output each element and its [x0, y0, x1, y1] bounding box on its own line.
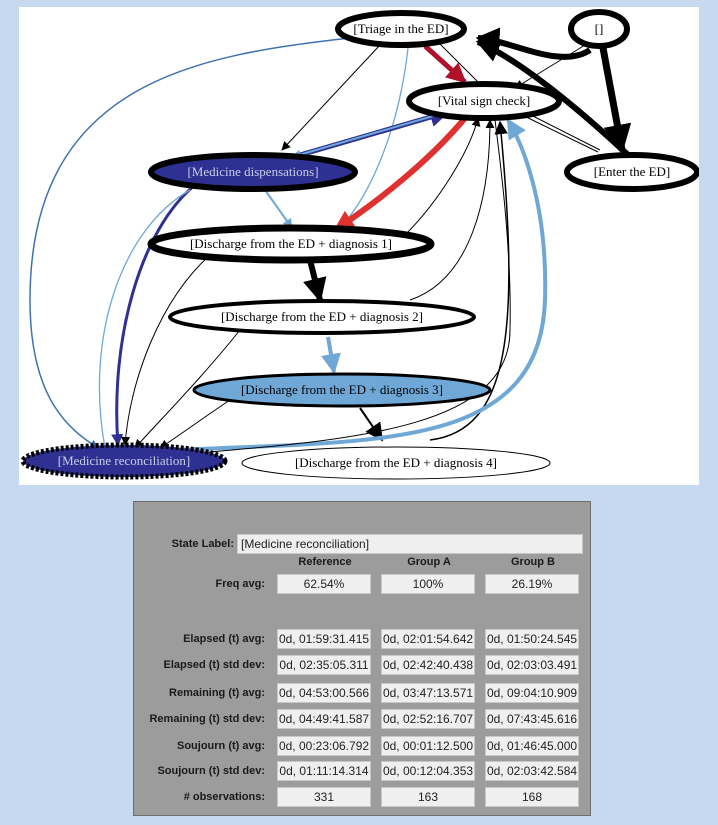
- stat-value-cell: 0d, 03:47:13.571: [381, 683, 475, 703]
- edge-triage-to-medrec: [29, 37, 351, 449]
- edge-dis1-to-dis2: [303, 259, 327, 303]
- stat-value-cell: 0d, 02:52:16.707: [381, 709, 475, 729]
- stat-value-cell: 26.19%: [485, 574, 579, 594]
- stat-value-cell: 331: [277, 787, 371, 807]
- stat-value-cell: 163: [381, 787, 475, 807]
- col-header-reference: Reference: [298, 556, 352, 568]
- node-dis3-label: [Discharge from the ED + diagnosis 3]: [241, 382, 443, 397]
- edge-dis3-to-dis4: [359, 407, 384, 442]
- stat-row-label: Elapsed (t) std dev:: [163, 659, 265, 671]
- node-vital[interactable]: [Vital sign check]: [406, 81, 562, 121]
- stat-value-cell: 0d, 01:59:31.415: [277, 629, 371, 649]
- node-dis2[interactable]: [Discharge from the ED + diagnosis 2]: [168, 299, 476, 335]
- stat-value-cell: 0d, 02:35:05.311: [277, 655, 371, 675]
- stat-value-cell: 0d, 04:49:41.587: [277, 709, 371, 729]
- edge-empty-to-enter: [599, 47, 632, 153]
- stat-value-cell: 0d, 02:42:40.438: [381, 655, 475, 675]
- graph-nodes: [Triage in the ED] [] [Vital sign check]…: [20, 9, 699, 480]
- edge-vital-to-medisp: [291, 113, 441, 160]
- node-dis1[interactable]: [Discharge from the ED + diagnosis 1]: [147, 224, 435, 264]
- edge-medisp-to-medrec: [111, 183, 196, 447]
- edge-dis2-to-medrec: [134, 329, 241, 449]
- edge-medrec-to-vital: [179, 118, 548, 452]
- stat-row-label: Freq avg:: [215, 578, 265, 590]
- node-dis4[interactable]: [Discharge from the ED + diagnosis 4]: [241, 446, 551, 480]
- node-vital-label: [Vital sign check]: [438, 93, 530, 108]
- col-header-group-b: Group B: [511, 556, 555, 568]
- stat-value-cell: 0d, 01:11:14.314: [277, 761, 371, 781]
- node-medisp[interactable]: [Medicine dispensations]: [148, 152, 358, 192]
- node-enter[interactable]: [Enter the ED]: [564, 152, 699, 192]
- stat-value-cell: 100%: [381, 574, 475, 594]
- edge-dis4-to-vital: [429, 120, 510, 441]
- stat-value-cell: 0d, 00:23:06.792: [277, 736, 371, 756]
- node-dis2-label: [Discharge from the ED + diagnosis 2]: [221, 309, 423, 324]
- edge-triage-to-vital: [423, 44, 467, 84]
- graph-edges: [29, 27, 632, 456]
- edge-dis1-to-medrec: [121, 254, 211, 446]
- node-medrec[interactable]: [Medicine reconciliation]: [20, 442, 228, 480]
- edge-dis3-to-medrec: [159, 399, 231, 449]
- node-empty[interactable]: []: [568, 9, 630, 49]
- stat-value-cell: 0d, 07:43:45.616: [485, 709, 579, 729]
- node-triage[interactable]: [Triage in the ED]: [335, 10, 467, 48]
- edge-empty-to-vital: [514, 41, 591, 89]
- node-medrec-label: [Medicine reconciliation]: [58, 453, 190, 468]
- stat-value-cell: 0d, 02:03:03.491: [485, 655, 579, 675]
- edge-dis2-to-vital: [409, 119, 495, 301]
- node-dis3[interactable]: [Discharge from the ED + diagnosis 3]: [192, 372, 492, 408]
- state-label-field[interactable]: [Medicine reconciliation]: [237, 534, 583, 554]
- edge-enter-to-vital: [519, 113, 599, 153]
- col-header-group-a: Group A: [407, 556, 451, 568]
- stat-value-cell: 0d, 02:01:54.642: [381, 629, 475, 649]
- edge-dis1-to-vital: [404, 117, 481, 236]
- stat-row-label: Elapsed (t) avg:: [183, 633, 265, 645]
- edge-dis2-to-dis3: [321, 336, 341, 374]
- stat-row-label: Soujourn (t) avg:: [177, 740, 265, 752]
- node-dis1-label: [Discharge from the ED + diagnosis 1]: [190, 236, 392, 251]
- stat-value-cell: 0d, 00:01:12.500: [381, 736, 475, 756]
- stat-value-cell: 0d, 04:53:00.566: [277, 683, 371, 703]
- node-triage-label: [Triage in the ED]: [353, 21, 448, 36]
- state-stats-panel: State Label: [Medicine reconciliation] R…: [133, 501, 591, 816]
- edge-vital-to-enter: [524, 111, 601, 151]
- edge-medisp-to-dis1: [264, 189, 293, 229]
- process-graph: [Triage in the ED] [] [Vital sign check]…: [20, 9, 699, 480]
- edge-vital-to-dis1: [333, 116, 468, 233]
- stat-value-cell: 62.54%: [277, 574, 371, 594]
- node-medisp-label: [Medicine dispensations]: [187, 164, 318, 179]
- stat-row-label: Remaining (t) avg:: [169, 687, 265, 699]
- process-graph-panel: [Triage in the ED] [] [Vital sign check]…: [19, 7, 699, 485]
- stat-value-cell: 0d, 01:50:24.545: [485, 629, 579, 649]
- stat-value-cell: 0d, 02:03:42.584: [485, 761, 579, 781]
- stat-row-label: Soujourn (t) std dev:: [157, 765, 265, 777]
- stat-value-cell: 0d, 00:12:04.353: [381, 761, 475, 781]
- node-enter-label: [Enter the ED]: [594, 164, 671, 179]
- edge-medrec-to-vital-thin: [174, 119, 511, 456]
- stat-value-cell: 168: [485, 787, 579, 807]
- edge-enter-to-triage: [475, 39, 631, 158]
- node-empty-label: []: [595, 21, 604, 36]
- stat-value-cell: 0d, 09:04:10.909: [485, 683, 579, 703]
- state-label-caption: State Label:: [171, 538, 234, 550]
- stat-row-label: # observations:: [183, 791, 265, 803]
- node-dis4-label: [Discharge from the ED + diagnosis 4]: [295, 455, 497, 470]
- edge-triage-to-medisp: [281, 44, 381, 151]
- edge-medrec-to-medisp: [98, 189, 191, 449]
- stat-value-cell: 0d, 01:46:45.000: [485, 736, 579, 756]
- stat-row-label: Remaining (t) std dev:: [149, 713, 265, 725]
